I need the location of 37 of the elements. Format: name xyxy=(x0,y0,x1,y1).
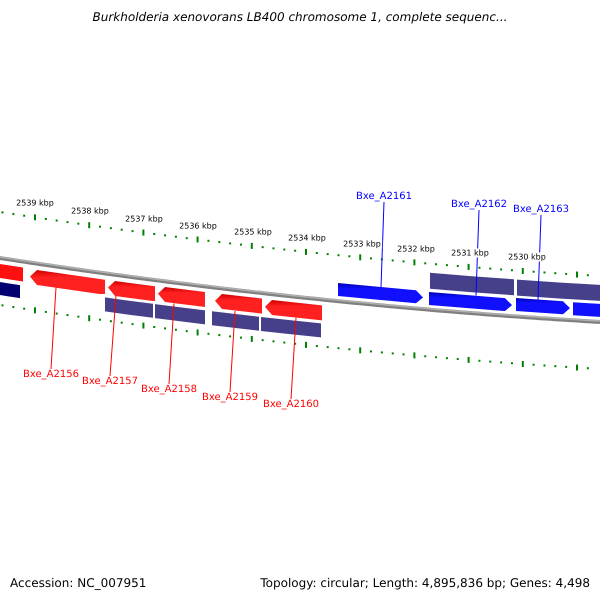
scale-label: 2538 kbp xyxy=(70,206,110,216)
scale-label: 2536 kbp xyxy=(178,221,218,230)
scale-label: 2539 kbp xyxy=(15,198,55,208)
scale-label: 2535 kbp xyxy=(233,228,273,237)
gene-label: Bxe_A2156 xyxy=(23,369,79,380)
leader-line xyxy=(476,210,480,296)
scale-label: 2534 kbp xyxy=(287,233,327,242)
leader-line xyxy=(230,310,236,392)
gene-label: Bxe_A2160 xyxy=(263,399,319,410)
gene-feature xyxy=(516,298,570,315)
genome-summary-text: Topology: circular; Length: 4,895,836 bp; Genes: 4,498 xyxy=(260,576,590,590)
scale-label: 2533 kbp xyxy=(342,239,382,248)
scale-label: 2531 kbp xyxy=(450,248,490,258)
scale-label: 2530 kbp xyxy=(507,252,547,262)
gene-feature xyxy=(429,292,512,311)
gene-feature xyxy=(108,280,155,302)
gene-feature xyxy=(338,283,423,304)
gene-label: Bxe_A2159 xyxy=(202,392,258,403)
scale-label: 2537 kbp xyxy=(124,214,164,224)
gene-feature xyxy=(215,294,262,314)
gene-label: Bxe_A2158 xyxy=(141,384,197,395)
leader-line xyxy=(50,286,56,370)
chart-title: Burkholderia xenovorans LB400 chromosome 1, complete sequenc... xyxy=(92,10,508,24)
gene-label: Bxe_A2161 xyxy=(356,191,412,202)
scale-label: 2532 kbp xyxy=(396,244,436,253)
gene-label: Bxe_A2162 xyxy=(451,199,507,210)
gene-label: Bxe_A2163 xyxy=(513,204,569,215)
leader-line xyxy=(110,295,116,376)
leader-line xyxy=(168,303,174,384)
leader-line xyxy=(290,317,296,400)
gene-feature xyxy=(30,270,105,294)
gene-feature xyxy=(158,287,205,308)
accession-text: Accession: NC_007951 xyxy=(10,576,146,590)
gene-feature xyxy=(265,300,322,321)
gene-label: Bxe_A2157 xyxy=(82,376,138,387)
leader-line xyxy=(380,202,384,288)
leader-line xyxy=(538,214,542,301)
